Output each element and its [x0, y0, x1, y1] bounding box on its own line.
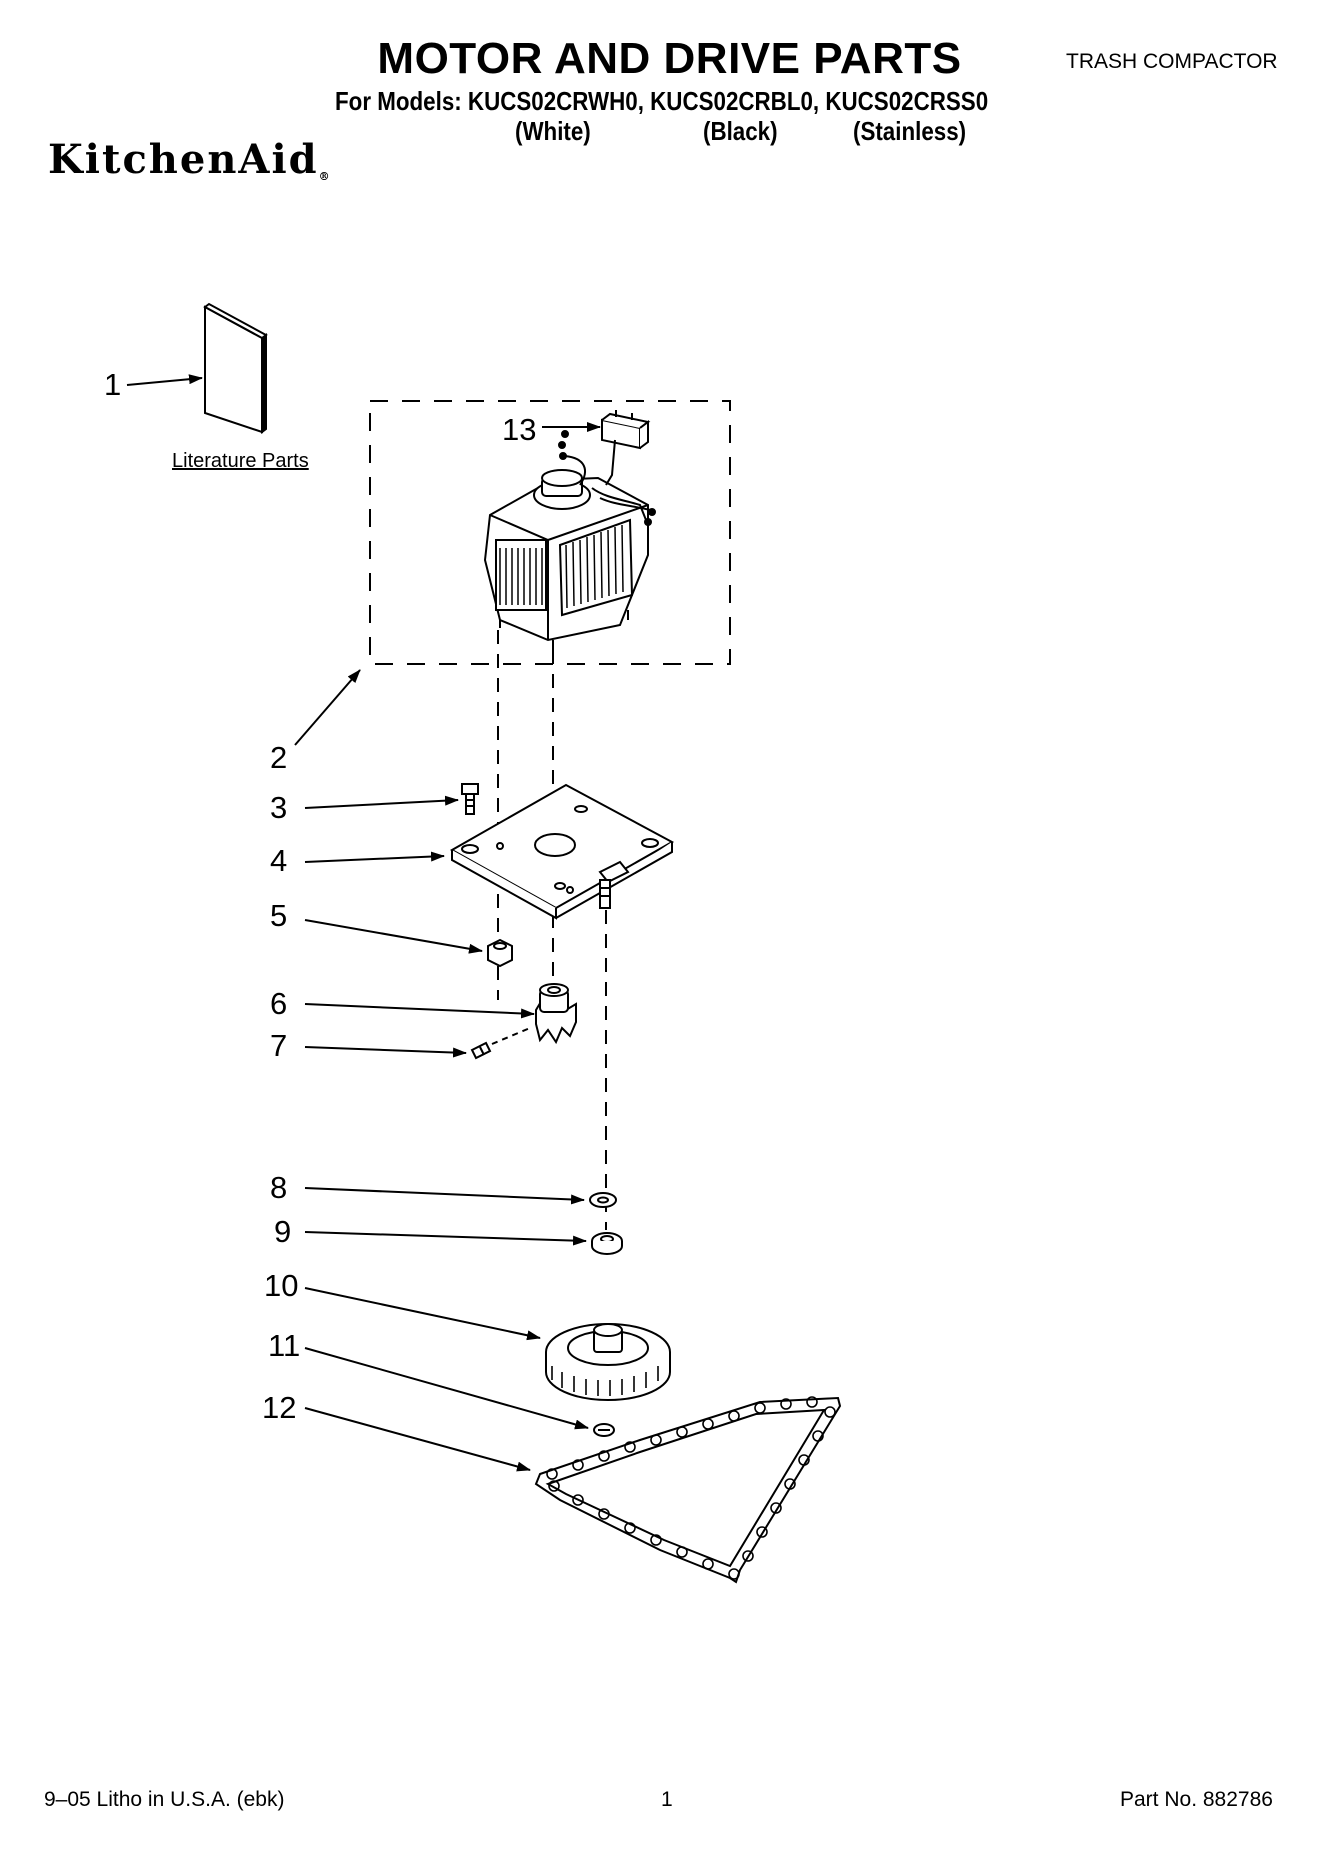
motor-icon: [483, 469, 649, 652]
callout-10: 10: [264, 1268, 299, 1303]
switch-icon: [558, 410, 656, 526]
callout-9: 9: [274, 1214, 292, 1249]
callout-1: 1: [104, 367, 122, 402]
leader-arrows: [126, 374, 601, 1472]
mounting-plate-icon: [449, 783, 675, 920]
literature-parts-label: Literature Parts: [172, 450, 309, 472]
callout-4: 4: [270, 843, 288, 878]
set-screw-icon: [470, 1027, 531, 1060]
variant-white: (White): [515, 116, 591, 146]
product-category: TRASH COMPACTOR: [1066, 50, 1278, 73]
drive-sprocket-icon: [545, 1323, 671, 1401]
brand-logo: KitchenAid®: [48, 136, 330, 183]
clip-icon: [593, 1423, 615, 1437]
callout-7: 7: [270, 1028, 288, 1063]
variant-black: (Black): [703, 116, 778, 146]
callout-3: 3: [270, 790, 288, 825]
nut-icon: [487, 938, 513, 968]
callout-13: 13: [502, 412, 537, 447]
footer-part-number: Part No. 882786: [1120, 1788, 1273, 1811]
brand-registered-mark: ®: [318, 170, 330, 183]
bearing-washer-icon: [591, 1232, 623, 1255]
callout-11: 11: [268, 1328, 301, 1363]
footer-page-number: 1: [661, 1788, 673, 1811]
callout-5: 5: [270, 898, 288, 933]
callout-2: 2: [270, 740, 288, 775]
footer-litho: 9–05 Litho in U.S.A. (ebk): [44, 1788, 285, 1811]
pinion-gear-icon: [535, 983, 577, 1045]
motor-assembly-box: [369, 400, 731, 665]
assembly-centerlines: [497, 630, 607, 1230]
callout-12: 12: [262, 1390, 297, 1425]
variant-stainless: (Stainless): [853, 116, 967, 146]
callout-8: 8: [270, 1170, 288, 1205]
bolt-icon: [461, 783, 479, 815]
brand-name: KitchenAid: [48, 136, 319, 183]
models-line: For Models: KUCS02CRWH0, KUCS02CRBL0, KU…: [335, 86, 989, 116]
literature-booklet-icon: [203, 302, 268, 434]
callout-6: 6: [270, 986, 288, 1021]
washer-icon: [589, 1192, 617, 1208]
page-title: MOTOR AND DRIVE PARTS: [377, 34, 962, 83]
drive-chain-icon: [534, 1396, 842, 1584]
